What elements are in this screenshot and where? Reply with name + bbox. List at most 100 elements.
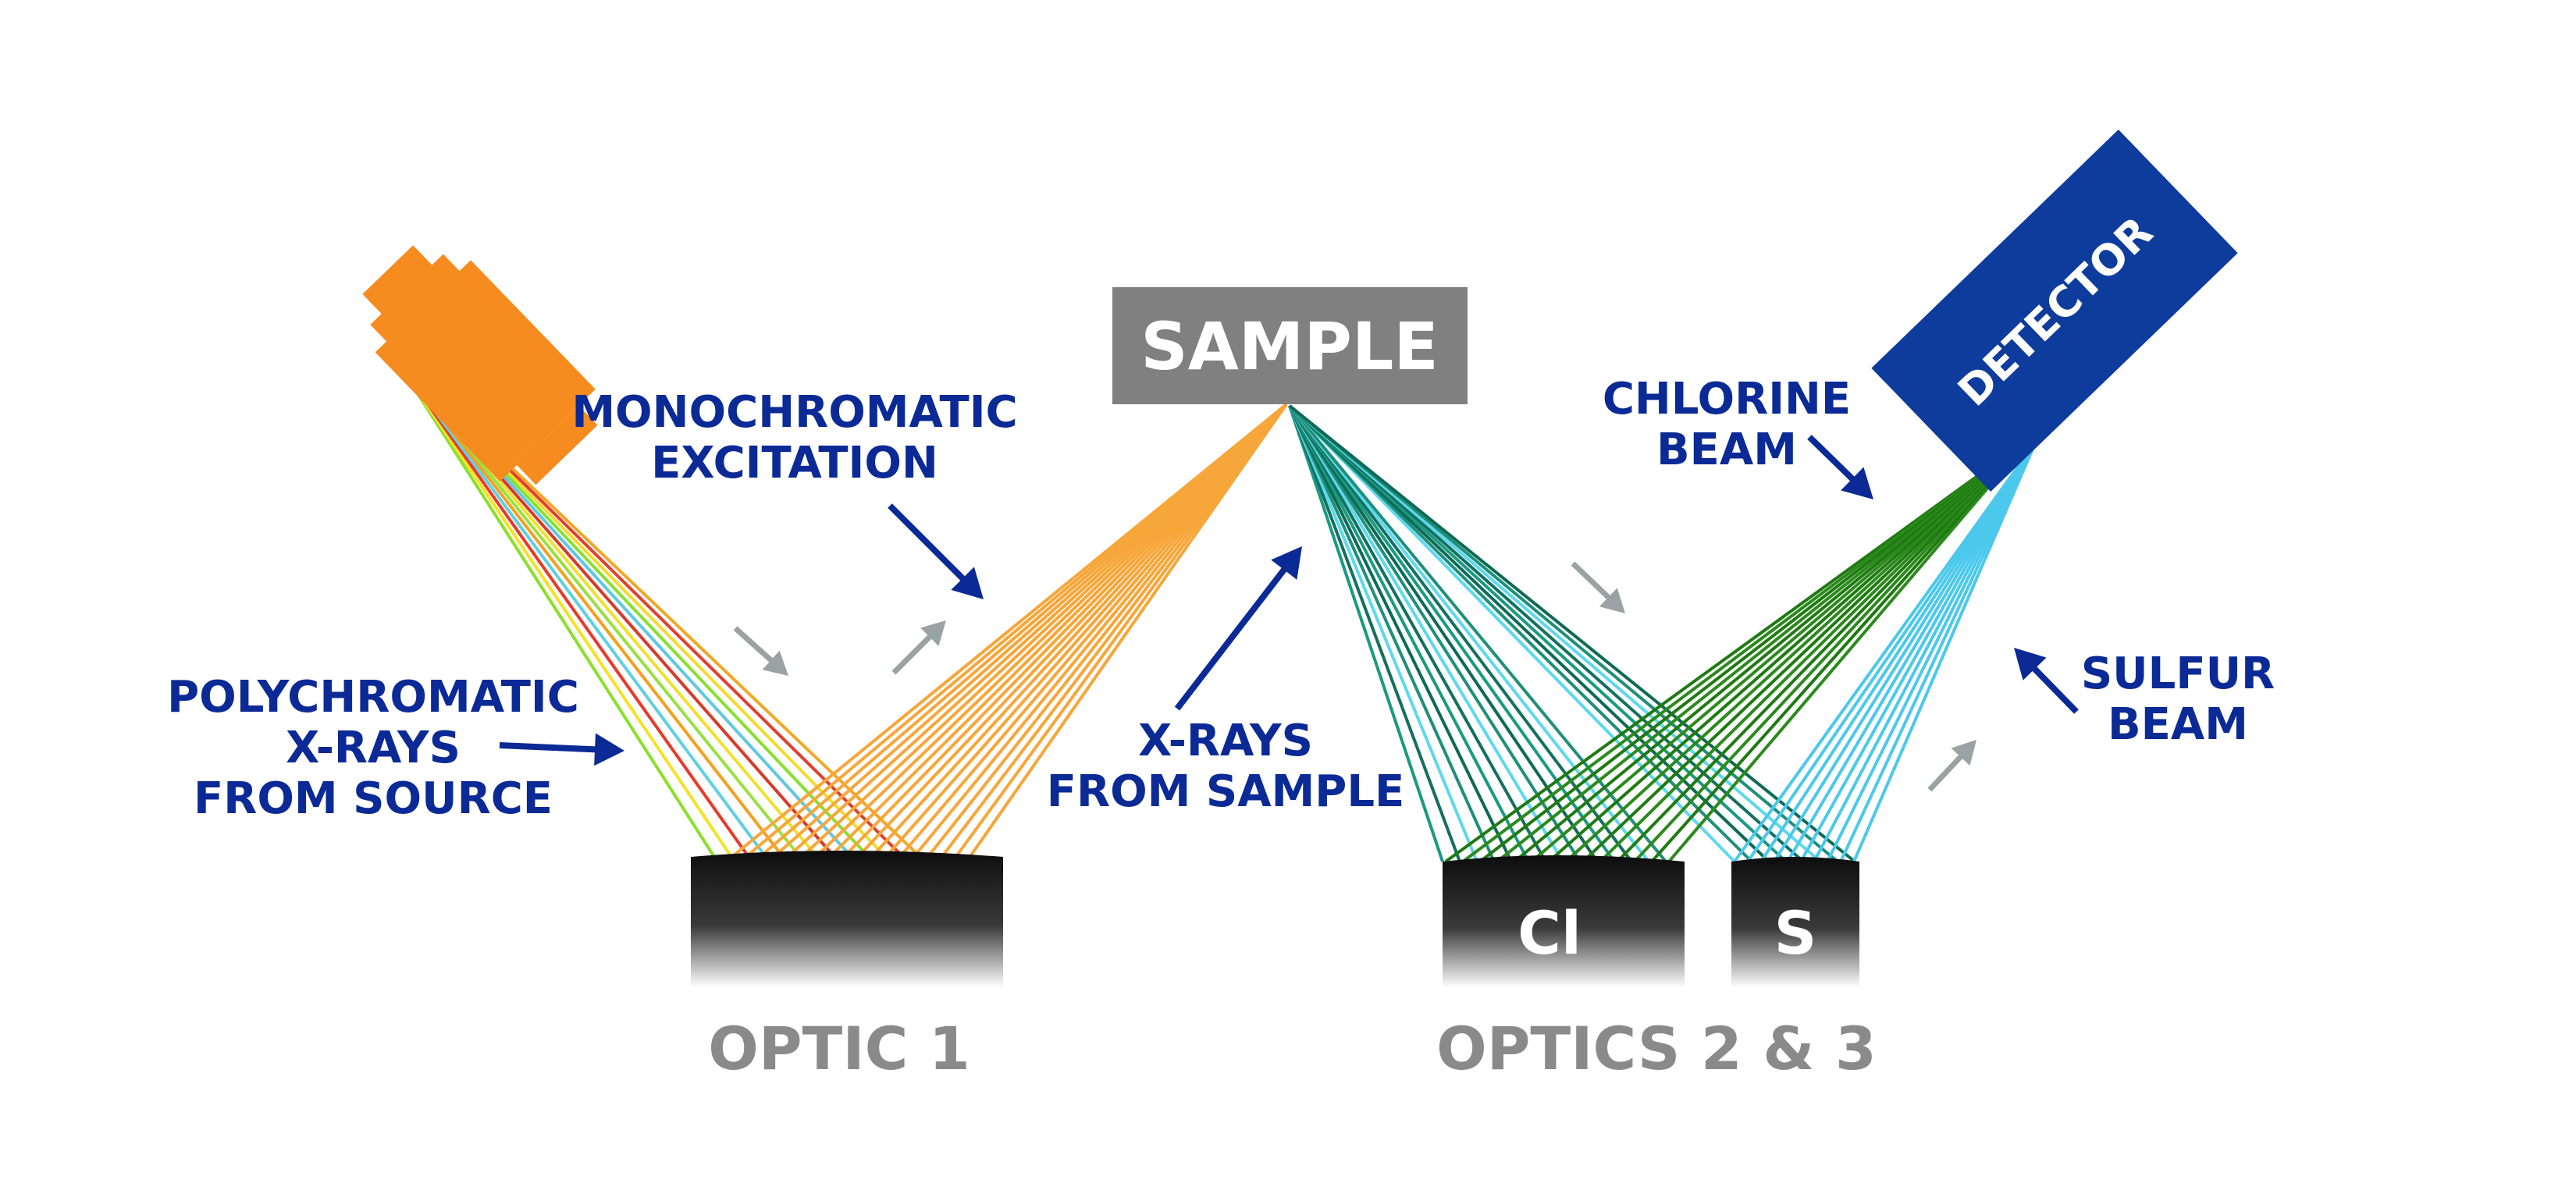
chlorine-ray	[1616, 435, 2033, 863]
excitation-ray	[967, 403, 1288, 860]
polychromatic-ray	[418, 387, 785, 858]
optic-cl: Cl	[1443, 855, 1685, 987]
sample-ray-cl	[1288, 404, 1667, 863]
sample-box: SAMPLE	[1112, 287, 1468, 404]
label-sulfur-line1: SULFUR	[2081, 649, 2275, 699]
sample-ray-cl	[1288, 404, 1650, 863]
sulfur-ray	[1733, 440, 2037, 863]
label-polychromatic-line3: FROM SOURCE	[194, 773, 553, 824]
optic-1	[691, 851, 1003, 987]
sample-ray-s	[1288, 404, 1736, 863]
label-polychromatic-line2: X-RAYS	[286, 723, 461, 773]
sample-ray-cl	[1288, 405, 1547, 862]
sample-emission-beam	[1288, 404, 1856, 863]
label-chlorine-line1: CHLORINE	[1603, 374, 1851, 425]
excitation-ray	[770, 403, 1288, 860]
arrow-xrays-from-sample	[1174, 546, 1302, 711]
chlorine-ray	[1461, 435, 2033, 863]
gray-arrow-4	[1927, 740, 1976, 792]
chlorine-ray	[1496, 435, 2033, 863]
sample-ray-cl	[1288, 405, 1513, 862]
polychromatic-ray	[418, 387, 802, 858]
chlorine-ray	[1599, 435, 2033, 863]
excitation-ray	[925, 403, 1288, 860]
chlorine-ray	[1513, 435, 2033, 863]
arrow-chlorine	[1807, 435, 1873, 499]
excitation-ray	[897, 403, 1288, 860]
label-xrays-from-sample: X-RAYS FROM SAMPLE	[1047, 716, 1405, 817]
sample-ray-cl	[1288, 405, 1496, 862]
chlorine-ray	[1547, 435, 2033, 863]
sample-ray-cl	[1288, 405, 1478, 862]
excitation-ray	[785, 403, 1288, 860]
sample-ray-cl	[1288, 405, 1461, 862]
excitation-ray	[841, 403, 1288, 860]
xray-source	[362, 245, 598, 485]
excitation-ray	[799, 403, 1288, 860]
sulfur-ray	[1759, 440, 2037, 863]
excitation-ray	[953, 403, 1288, 860]
sample-ray-s	[1288, 404, 1839, 863]
sample-ray-cl	[1288, 405, 1444, 862]
gray-arrow-3	[1571, 561, 1625, 613]
chlorine-beam	[1444, 435, 2033, 863]
excitation-ray	[911, 403, 1288, 860]
excitation-ray	[827, 403, 1288, 860]
excitation-ray	[855, 403, 1288, 860]
optic-s: S	[1731, 857, 1859, 987]
chlorine-ray	[1667, 435, 2033, 863]
polychromatic-ray	[413, 387, 716, 858]
excitation-ray	[813, 403, 1288, 860]
chlorine-ray	[1530, 435, 2033, 863]
polychromatic-ray	[414, 387, 733, 858]
label-chlorine-line2: BEAM	[1656, 425, 1797, 475]
label-monochromatic: MONOCHROMATIC EXCITATION	[571, 387, 1017, 489]
sulfur-beam	[1733, 440, 2037, 863]
chlorine-ray	[1564, 435, 2033, 863]
sulfur-ray	[1773, 440, 2037, 863]
detector: DETECTOR	[1871, 130, 2238, 492]
polychromatic-ray	[416, 387, 767, 858]
sample-ray-s	[1288, 404, 1753, 863]
sulfur-ray	[1826, 441, 2037, 862]
optic-cl-label: Cl	[1517, 898, 1582, 968]
arrow-sulfur	[2014, 648, 2079, 714]
label-polychromatic: POLYCHROMATIC X-RAYS FROM SOURCE	[167, 672, 579, 824]
label-xrays-line2: FROM SAMPLE	[1047, 766, 1405, 817]
sample-ray-cl	[1288, 404, 1564, 863]
chlorine-ray	[1633, 435, 2033, 863]
sample-ray-s	[1288, 404, 1856, 863]
label-monochromatic-line1: MONOCHROMATIC	[571, 387, 1017, 438]
arrow-monochromatic	[888, 503, 984, 599]
label-monochromatic-line2: EXCITATION	[651, 438, 938, 489]
sulfur-ray	[1786, 440, 2037, 863]
label-xrays-line1: X-RAYS	[1138, 716, 1313, 766]
label-sulfur-beam: SULFUR BEAM	[2081, 649, 2275, 750]
chlorine-ray	[1650, 435, 2033, 863]
label-optics-2-3: OPTICS 2 & 3	[1436, 1014, 1877, 1083]
excitation-ray	[883, 403, 1288, 860]
label-sulfur-line2: BEAM	[2108, 699, 2248, 750]
sulfur-ray	[1852, 441, 2037, 862]
sulfur-ray	[1839, 441, 2037, 862]
monochromatic-beam	[728, 403, 1288, 860]
sample-label: SAMPLE	[1140, 308, 1439, 385]
sulfur-ray	[1799, 441, 2037, 862]
sulfur-ray	[1813, 441, 2037, 862]
label-chlorine-beam: CHLORINE BEAM	[1603, 374, 1851, 475]
label-optic-1: OPTIC 1	[708, 1014, 970, 1083]
sample-ray-cl	[1288, 404, 1633, 863]
excitation-ray	[869, 403, 1288, 860]
sulfur-ray	[1746, 440, 2037, 863]
label-polychromatic-line1: POLYCHROMATIC	[167, 672, 579, 723]
optic-s-label: S	[1774, 898, 1817, 968]
sample-ray-s	[1288, 404, 1770, 863]
sample-ray-cl	[1288, 404, 1616, 863]
gray-arrow-1	[733, 626, 788, 676]
chlorine-ray	[1582, 435, 2033, 863]
excitation-ray	[939, 403, 1288, 860]
sample-ray-cl	[1288, 404, 1582, 863]
arrow-polychromatic	[499, 733, 624, 766]
polychromatic-ray	[415, 387, 750, 858]
arrows	[499, 435, 2079, 792]
